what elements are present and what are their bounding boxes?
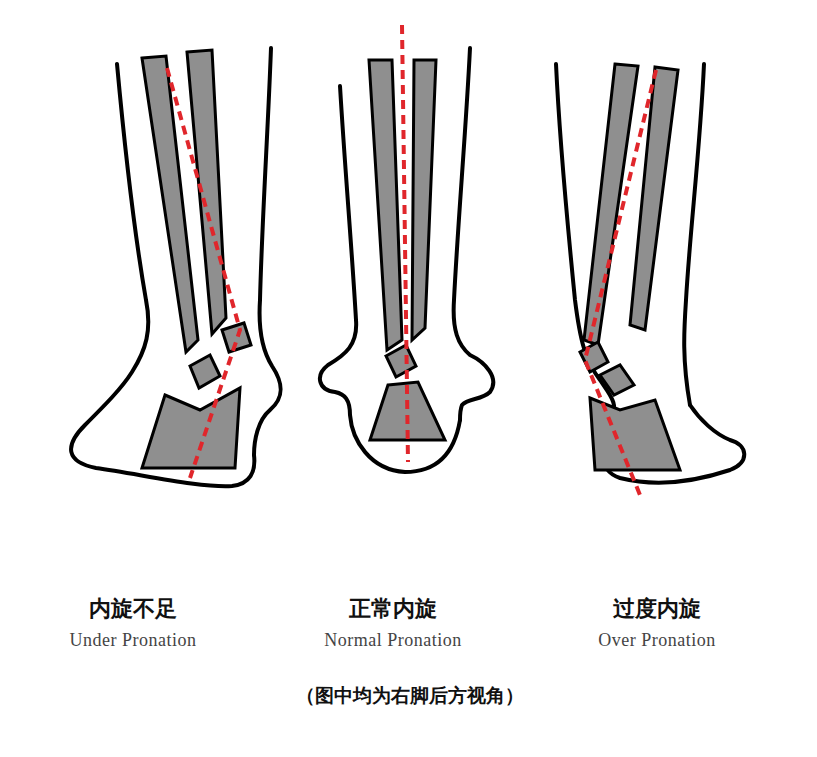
talus-bone bbox=[600, 365, 634, 395]
tibia-bone bbox=[369, 60, 402, 350]
talus-bone bbox=[386, 345, 416, 377]
caption: （图中均为右脚后方视角） bbox=[296, 683, 524, 709]
fibula-bone bbox=[584, 64, 638, 345]
alignment-line bbox=[402, 25, 408, 462]
leg-outline bbox=[684, 64, 704, 405]
fibula-bone bbox=[187, 50, 226, 334]
fibula-bone bbox=[412, 60, 436, 340]
normal-pronation-figure bbox=[320, 25, 493, 472]
condition-subtitle: Normal Pronation bbox=[324, 630, 461, 651]
condition-title: 过度内旋 bbox=[613, 594, 701, 624]
alignment-line bbox=[585, 70, 656, 495]
leg-outline bbox=[454, 48, 494, 420]
calcaneus-bone bbox=[142, 388, 240, 468]
leg-outline bbox=[556, 64, 744, 483]
alignment-line bbox=[167, 68, 240, 478]
tibia-bone bbox=[142, 56, 198, 352]
tibia-bone bbox=[630, 67, 678, 330]
condition-title: 正常内旋 bbox=[349, 594, 437, 624]
condition-subtitle: Under Pronation bbox=[70, 630, 197, 651]
talus-bone bbox=[190, 355, 220, 388]
under-pronation-figure bbox=[71, 48, 281, 486]
over-pronation-figure bbox=[556, 64, 744, 495]
leg-outline bbox=[254, 48, 281, 455]
ankle-bone bbox=[580, 342, 608, 372]
condition-subtitle: Over Pronation bbox=[598, 630, 715, 651]
condition-title: 内旋不足 bbox=[89, 594, 177, 624]
ankle-bone bbox=[222, 323, 251, 352]
